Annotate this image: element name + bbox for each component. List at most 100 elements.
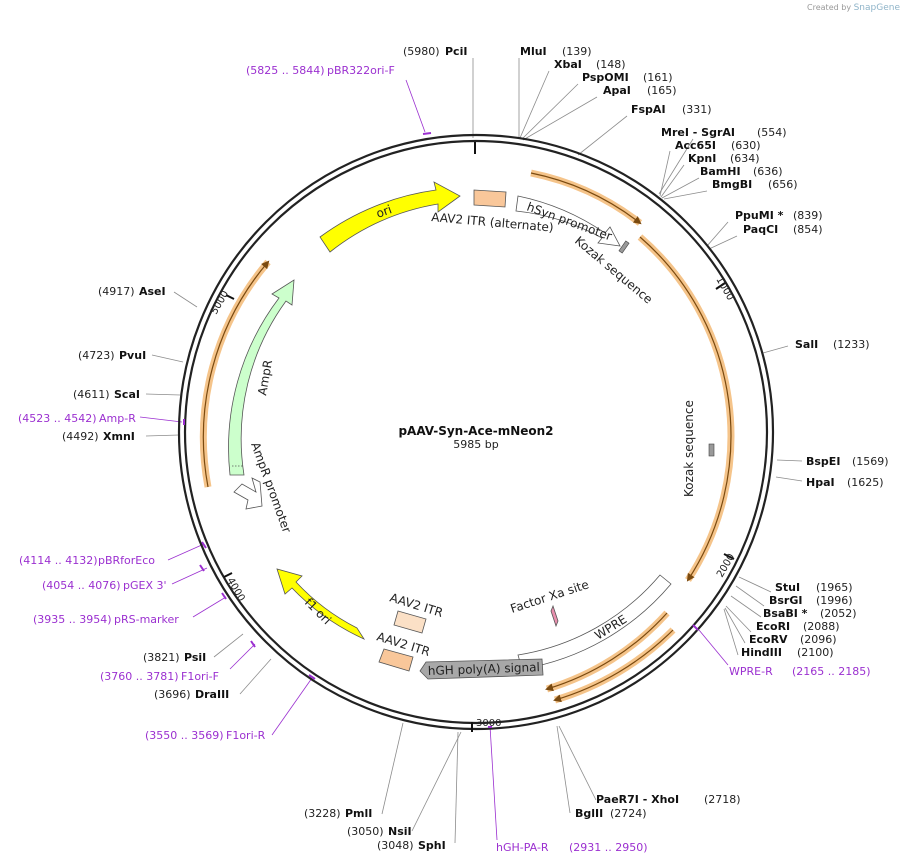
primer-pgex3-name: pGEX 3' (123, 579, 167, 592)
site-pvui-name: PvuI (119, 349, 146, 362)
tick-marks (223, 142, 735, 732)
primer-pbrforeco-name: pBRforEco (98, 554, 155, 567)
feature-kozak-2-label: Kozak sequence (682, 400, 696, 497)
site-bmgbi-num: (656) (768, 178, 798, 191)
site-bmgbi-name: BmgBI (712, 178, 752, 191)
site-bamhi-name: BamHI (700, 165, 741, 178)
site-pcii-num: (5980) (403, 45, 440, 58)
feature-wpre-label: WPRE (592, 612, 629, 642)
feature-kozak-1[interactable] (618, 240, 630, 254)
feature-f1-ori[interactable] (276, 568, 366, 640)
primer-labels: (5825 .. 5844) pBR322ori-F WPRE-R (2165 … (18, 64, 871, 854)
feature-f1-ori-label: f1 ori (302, 595, 334, 627)
site-stui-name: StuI (775, 581, 800, 594)
site-hpai-num: (1625) (847, 476, 884, 489)
site-draiii-num: (3696) (154, 688, 191, 701)
primer-prs-marker-range: (3935 .. 3954) (33, 613, 112, 626)
primer-wpre-r-range: (2165 .. 2185) (792, 665, 871, 678)
site-bglii-num: (2724) (610, 807, 647, 820)
credit-prefix: Created by (807, 3, 852, 12)
feature-hgh-polya-label: hGH poly(A) signal (428, 660, 540, 678)
site-scai-name: ScaI (114, 388, 140, 401)
site-xmni-num: (4492) (62, 430, 99, 443)
site-mrei-num: (554) (757, 126, 787, 139)
site-hindiii-name: HindIII (741, 646, 782, 659)
feature-ampr-label: AmpR (255, 359, 275, 397)
site-pvui-num: (4723) (78, 349, 115, 362)
feature-ori-label: ori (374, 202, 393, 220)
feature-aav2-itr[interactable] (378, 648, 414, 672)
site-stui-num: (1965) (816, 581, 853, 594)
site-fspai-num: (331) (682, 103, 712, 116)
site-ecorv-name: EcoRV (749, 633, 788, 646)
primer-amp-r-name: Amp-R (99, 412, 136, 425)
feature-aav2-itr-light[interactable] (393, 610, 427, 634)
feature-kozak-2[interactable] (708, 443, 715, 457)
site-xmni-name: XmnI (103, 430, 135, 443)
site-hindiii-num: (2100) (797, 646, 834, 659)
primer-f1ori-r-name: F1ori-R (226, 729, 266, 742)
plasmid-size: 5985 bp (453, 438, 498, 451)
site-sali-num: (1233) (833, 338, 870, 351)
site-paer7i-name: PaeR7I - XhoI (596, 793, 679, 806)
site-paqci-name: PaqCI (743, 223, 778, 236)
site-xbai-num: (148) (596, 58, 626, 71)
site-kpni-num: (634) (730, 152, 760, 165)
site-psii-name: PsiI (184, 651, 206, 664)
site-pcii-name: PciI (445, 45, 467, 58)
site-nsii-num: (3050) (347, 825, 384, 838)
site-bglii-name: BglII (575, 807, 603, 820)
site-asei-name: AseI (139, 285, 166, 298)
site-sali-name: SalI (795, 338, 818, 351)
primer-f1ori-r-range: (3550 .. 3569) (145, 729, 224, 742)
site-bspei-name: BspEI (806, 455, 840, 468)
site-labels: (5980) PciI MluI (139) XbaI (148) PspOMI… (62, 45, 889, 852)
site-mlui-name: MluI (520, 45, 547, 58)
snapgene-logo-text: SnapGene (853, 3, 900, 13)
backbone-outer (177, 133, 775, 731)
site-hpai-name: HpaI (806, 476, 835, 489)
primer-pbrforeco-range: (4114 .. 4132) (19, 554, 98, 567)
primer-hgh-pa-r-name: hGH-PA-R (496, 841, 549, 854)
site-pmli-name: PmlI (345, 807, 372, 820)
tick-4000: 4000 (224, 576, 246, 604)
feature-hsyn-promoter[interactable] (515, 195, 621, 247)
primer-prs-marker-name: pRS-marker (114, 613, 179, 626)
orf-arcs (199, 169, 735, 704)
tick-3000: 3000 (476, 718, 501, 729)
site-acc65i-name: Acc65I (675, 139, 716, 152)
feature-aav2-itr-alt[interactable] (473, 189, 507, 208)
site-sphi-num: (3048) (377, 839, 414, 852)
primer-hgh-pa-r-range: (2931 .. 2950) (569, 841, 648, 854)
site-bspei-num: (1569) (852, 455, 889, 468)
site-bsrgi-num: (1996) (816, 594, 853, 607)
site-ppumi-name: PpuMI * (735, 209, 784, 222)
site-scai-num: (4611) (73, 388, 110, 401)
feature-ampr-promoter[interactable] (233, 477, 263, 510)
primer-pbr322ori-name: pBR322ori-F (327, 64, 395, 77)
site-mrei-name: MreI - SgrAI (661, 126, 735, 139)
feature-ori[interactable] (319, 181, 461, 253)
primer-pgex3-range: (4054 .. 4076) (42, 579, 121, 592)
site-bsrgi-name: BsrGI (769, 594, 802, 607)
site-fspai-name: FspAI (631, 103, 666, 116)
site-asei-num: (4917) (98, 285, 135, 298)
primer-f1ori-f-range: (3760 .. 3781) (100, 670, 179, 683)
feature-ampr[interactable] (228, 279, 295, 476)
feature-hgh-polya[interactable] (419, 658, 544, 680)
primer-amp-r-range: (4523 .. 4542) (18, 412, 97, 425)
site-pmli-num: (3228) (304, 807, 341, 820)
snapgene-credit: Created by SnapGene (807, 3, 900, 13)
site-draiii-name: DraIII (195, 688, 229, 701)
site-bamhi-num: (636) (753, 165, 783, 178)
primer-leaders (139, 79, 729, 841)
primer-sites (183, 132, 699, 728)
site-paer7i-num: (2718) (704, 793, 741, 806)
feature-factor-xa[interactable] (550, 604, 559, 628)
primer-pbr322ori-range: (5825 .. 5844) (246, 64, 325, 77)
site-bsabi-num: (2052) (820, 607, 857, 620)
backbone-inner (183, 139, 769, 725)
site-leaders (145, 58, 803, 844)
plasmid-name: pAAV-Syn-Ace-mNeon2 (398, 424, 553, 438)
site-ppumi-num: (839) (793, 209, 823, 222)
